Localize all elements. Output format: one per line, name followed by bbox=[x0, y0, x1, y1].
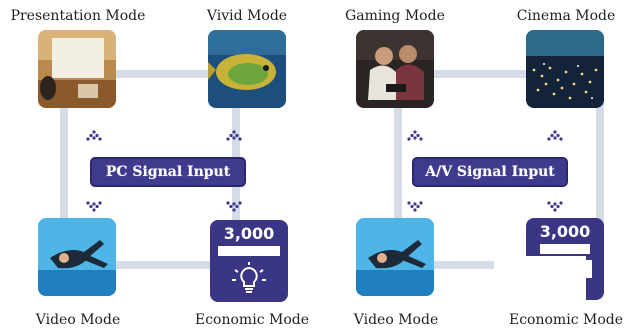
lightbulb-icon bbox=[229, 260, 269, 298]
arrow-down-icon bbox=[225, 198, 243, 212]
gaming-mode-image bbox=[356, 30, 434, 108]
mode-label-gaming: Gaming Mode bbox=[345, 8, 445, 24]
economic-hours-value: 3,000 bbox=[539, 222, 591, 241]
arrow-up-icon bbox=[85, 130, 103, 144]
economic-bar bbox=[540, 244, 590, 254]
arrow-up-icon bbox=[546, 130, 564, 144]
connector-bottom bbox=[414, 261, 494, 269]
economic-hours-value: 3,000 bbox=[223, 224, 275, 243]
cinema-mode-image bbox=[526, 30, 604, 108]
connector-left bbox=[394, 90, 402, 230]
connector-top bbox=[80, 70, 220, 78]
connector-top bbox=[414, 70, 554, 78]
pc-signal-input-label: PC Signal Input bbox=[105, 164, 231, 180]
pc-signal-input-box: PC Signal Input bbox=[90, 157, 246, 187]
arrow-up-icon bbox=[406, 130, 424, 144]
mode-label-presentation: Presentation Mode bbox=[10, 8, 146, 24]
av-signal-diagram: Gaming Mode Cinema Mode Video Mode Econo… bbox=[334, 0, 634, 331]
arrow-down-icon bbox=[406, 198, 424, 212]
pc-signal-diagram: Presentation Mode Vivid Mode Video Mode … bbox=[0, 0, 309, 331]
vivid-mode-image bbox=[208, 30, 286, 108]
economic-mode-panel: 3,000 bbox=[526, 218, 604, 300]
mode-label-vivid: Vivid Mode bbox=[206, 8, 288, 24]
economic-bar bbox=[218, 246, 280, 256]
mode-label-economic: Economic Mode bbox=[509, 312, 623, 328]
economic-mode-panel: 3,000 bbox=[210, 220, 288, 302]
mode-label-video: Video Mode bbox=[353, 312, 439, 328]
mode-label-economic: Economic Mode bbox=[195, 312, 309, 328]
arrow-down-icon bbox=[85, 198, 103, 212]
arrow-up-icon bbox=[225, 130, 243, 144]
economic-panel-mask bbox=[526, 256, 586, 300]
mode-label-cinema: Cinema Mode bbox=[516, 8, 616, 24]
video-mode-image bbox=[356, 218, 434, 296]
connector-right bbox=[596, 90, 604, 230]
video-mode-image bbox=[38, 218, 116, 296]
connector-left bbox=[60, 90, 68, 230]
arrow-down-icon bbox=[546, 198, 564, 212]
av-signal-input-box: A/V Signal Input bbox=[412, 157, 568, 187]
connector-bottom bbox=[80, 261, 220, 269]
av-signal-input-label: A/V Signal Input bbox=[425, 164, 555, 180]
mode-label-video: Video Mode bbox=[35, 312, 121, 328]
presentation-mode-image bbox=[38, 30, 116, 108]
